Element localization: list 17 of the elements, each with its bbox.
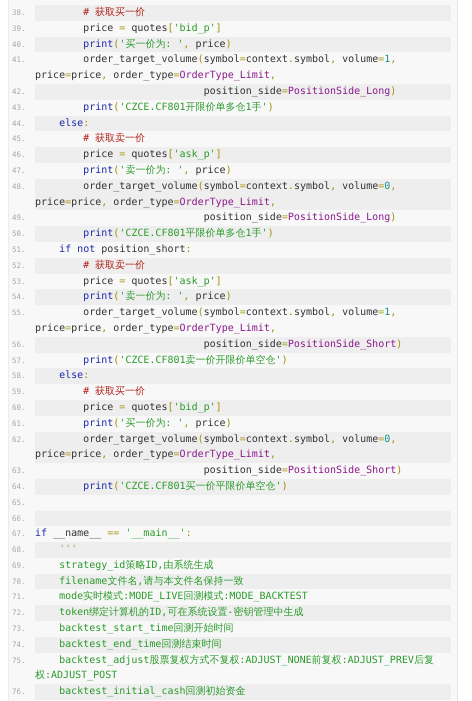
code-line: backtest_start_time回测开始时间: [58, 622, 234, 636]
code-line: print('CZCE.CF801卖一价开限价单空仓'): [82, 354, 289, 368]
code-line: print('卖一价为: ', price): [82, 164, 233, 178]
code-line: # 获取买一价: [82, 384, 146, 400]
code-line: order_target_volume(symbol=context.symbol, volume=1, price=price, order_type=OrderType_Limit,: [35, 306, 398, 336]
code-line: price = quotes['ask_p']: [82, 274, 223, 289]
code-line: price = quotes['bid_p']: [82, 22, 223, 36]
code-line: print('CZCE.CF801开限价单多仓1手'): [82, 100, 275, 115]
code-line: # 获取卖一价: [82, 132, 146, 146]
code-line: print('买一价为: ', price): [82, 416, 233, 431]
code-line: order_target_volume(symbol=context.symbol, volume=1, price=price, order_type=OrderType_Limit,: [35, 53, 398, 84]
code-line: if not position_short:: [58, 242, 193, 257]
code-line: position_side=PositionSide_Long): [202, 211, 398, 226]
code-line: strategy_id策略ID,由系统生成: [58, 558, 214, 573]
code-line: position_side=PositionSide_Short): [202, 464, 404, 478]
code-line: if __name__ == '__main__':: [35, 527, 193, 542]
code-line: mode实时模式:MODE_LIVE回测模式:MODE_BACKTEST: [58, 590, 309, 604]
